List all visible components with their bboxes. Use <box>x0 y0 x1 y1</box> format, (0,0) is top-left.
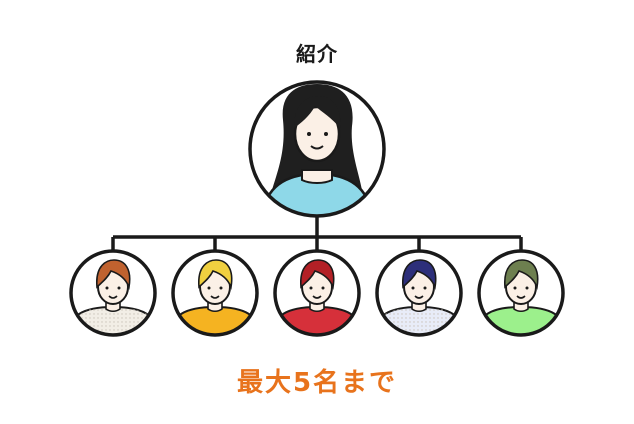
woman-avatar-icon <box>248 80 386 218</box>
diagram-title: 紹介 <box>296 42 338 66</box>
tree-connectors <box>111 215 523 250</box>
referral-1-avatar-icon <box>69 249 157 337</box>
referral-4-avatar-icon <box>375 249 463 337</box>
referral-3-avatar-icon <box>273 249 361 337</box>
referral-2-avatar-icon <box>171 249 259 337</box>
referrals-group <box>69 249 565 337</box>
referral-5-avatar-icon <box>477 249 565 337</box>
max-referrals-caption: 最大5名まで <box>236 368 398 398</box>
